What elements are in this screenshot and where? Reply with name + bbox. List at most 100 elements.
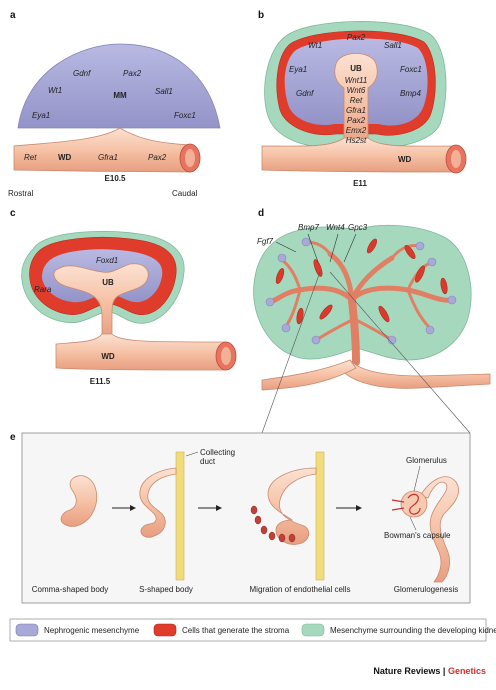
panel-c-letter: c — [10, 208, 16, 219]
collecting-duct-1 — [175, 451, 185, 581]
panel-e-frame — [21, 432, 471, 604]
mm-label: MM — [113, 91, 127, 100]
s-shaped-body — [139, 467, 177, 538]
gene-wt1-b: Wt1 — [308, 41, 322, 50]
panel-a-letter: a — [10, 10, 16, 21]
ub-label-b: UB — [350, 64, 362, 73]
legend: Nephrogenic mesenchyme Cells that genera… — [9, 618, 496, 642]
collecting-duct-2 — [315, 451, 325, 581]
caudal-label: Caudal — [172, 189, 198, 198]
gene-pax2-b: Pax2 — [347, 33, 366, 42]
glomerulus-capillaries — [391, 493, 421, 515]
zoom-line-right — [329, 271, 471, 434]
ureteric-bud-c — [53, 263, 149, 339]
stroma-cells-d — [275, 238, 448, 325]
gene-pax2-ub: Pax2 — [347, 116, 366, 125]
gene-pax2: Pax2 — [123, 69, 142, 78]
zoom-line-left — [261, 271, 321, 434]
gene-eya1: Eya1 — [32, 111, 50, 120]
footer-credit: Nature Reviews | Genetics — [373, 666, 486, 676]
gene-foxd1: Foxd1 — [96, 256, 118, 265]
footer-separator: | — [442, 666, 446, 676]
ureter-d — [339, 359, 491, 389]
gene-gfra1-b: Gfra1 — [346, 106, 366, 115]
gene-pax2-wd: Pax2 — [148, 153, 167, 162]
rostral-label: Rostral — [8, 189, 34, 198]
collecting-duct-line1: Collecting — [200, 448, 235, 457]
stage-e10-5: E10.5 — [105, 174, 126, 183]
wnt4-pointer — [329, 233, 339, 263]
collecting-duct-pointer — [185, 451, 199, 457]
footer-journal: Nature Reviews — [373, 666, 441, 676]
wolffian-duct-tube — [13, 127, 191, 173]
gene-wnt6: Wnt6 — [347, 86, 366, 95]
stage-e11-5: E11.5 — [90, 377, 111, 386]
gene-fgf7: Fgf7 — [257, 237, 274, 246]
gene-foxc1-b: Foxc1 — [400, 65, 422, 74]
gene-rara: Rara — [34, 285, 52, 294]
comma-shaped-body — [60, 475, 98, 527]
gene-wnt4: Wnt4 — [326, 223, 345, 232]
ub-label-c: UB — [102, 278, 114, 287]
panel-a: a MM Gdnf Pax2 Wt1 Sall1 Eya1 Foxc1 Ret … — [8, 10, 221, 198]
gene-ret-b: Ret — [350, 96, 363, 105]
bowmans-capsule-label: Bowman's capsule — [384, 531, 451, 540]
panel-b-letter: b — [258, 10, 264, 21]
legend-label-nephrogenic: Nephrogenic mesenchyme — [44, 626, 140, 635]
wolffian-duct-b-lumen — [451, 150, 461, 168]
gene-bmp4-b: Bmp4 — [400, 89, 421, 98]
arrow-2-head — [216, 505, 222, 511]
wd-label: WD — [58, 153, 72, 162]
fgf7-pointer — [275, 241, 297, 253]
endothelial-cells — [250, 505, 296, 543]
arrow-1-head — [130, 505, 136, 511]
gene-wt1: Wt1 — [48, 86, 62, 95]
collecting-duct-line2: duct — [200, 457, 216, 466]
gene-gfra1: Gfra1 — [98, 153, 118, 162]
gene-wnt11: Wnt11 — [345, 76, 368, 85]
ureter-d-left — [261, 359, 357, 391]
wolffian-duct-c — [55, 333, 227, 371]
panel-e-letter: e — [10, 432, 16, 443]
legend-swatch-nephrogenic — [15, 623, 39, 637]
glomerulus-label: Glomerulus — [406, 456, 447, 465]
stage-e11: E11 — [353, 179, 367, 188]
wd-label-c: WD — [101, 352, 115, 361]
caption-glomerulogenesis: Glomerulogenesis — [394, 585, 458, 594]
metanephric-mesenchyme — [17, 43, 221, 129]
nephrogenic-caps-d — [265, 237, 457, 345]
gene-sall1: Sall1 — [155, 87, 173, 96]
gene-eya1-b: Eya1 — [289, 65, 307, 74]
gpc3-pointer — [343, 233, 357, 263]
gene-hs2st: Hs2st — [346, 136, 367, 145]
arrow-3-head — [356, 505, 362, 511]
wolffian-duct-b — [261, 137, 457, 173]
gene-bmp7: Bmp7 — [298, 223, 319, 232]
legend-swatch-stroma — [153, 623, 177, 637]
gene-foxc1: Foxc1 — [174, 111, 196, 120]
panel-c: c Foxd1 Rara UB WD E11.5 — [10, 208, 237, 386]
caption-comma: Comma-shaped body — [32, 585, 108, 594]
wolffian-duct-lumen — [185, 149, 195, 167]
legend-swatch-surround — [301, 623, 325, 637]
bmp7-pointer — [307, 233, 319, 263]
footer-section: Genetics — [447, 666, 486, 676]
panel-d: d — [253, 208, 491, 391]
panel-d-letter: d — [258, 208, 264, 219]
legend-frame — [9, 618, 487, 642]
gene-gdnf: Gdnf — [73, 69, 91, 78]
branching-ureteric-tree — [267, 240, 455, 366]
legend-label-surround: Mesenchyme surrounding the developing ki… — [330, 626, 496, 635]
glomerulus-tubule — [419, 476, 460, 583]
panel-b: b UB Pax2 Wt1 Sall1 Eya1 Foxc1 Gdnf Bmp4… — [258, 10, 467, 188]
gene-ret: Ret — [24, 153, 37, 162]
gene-gpc3: Gpc3 — [348, 223, 368, 232]
glomerulus-pointer — [413, 465, 421, 492]
wolffian-duct-c-lumen — [221, 347, 231, 365]
legend-label-stroma: Cells that generate the stroma — [182, 626, 290, 635]
gene-gdnf-b: Gdnf — [296, 89, 314, 98]
gene-sall1-b: Sall1 — [384, 41, 402, 50]
